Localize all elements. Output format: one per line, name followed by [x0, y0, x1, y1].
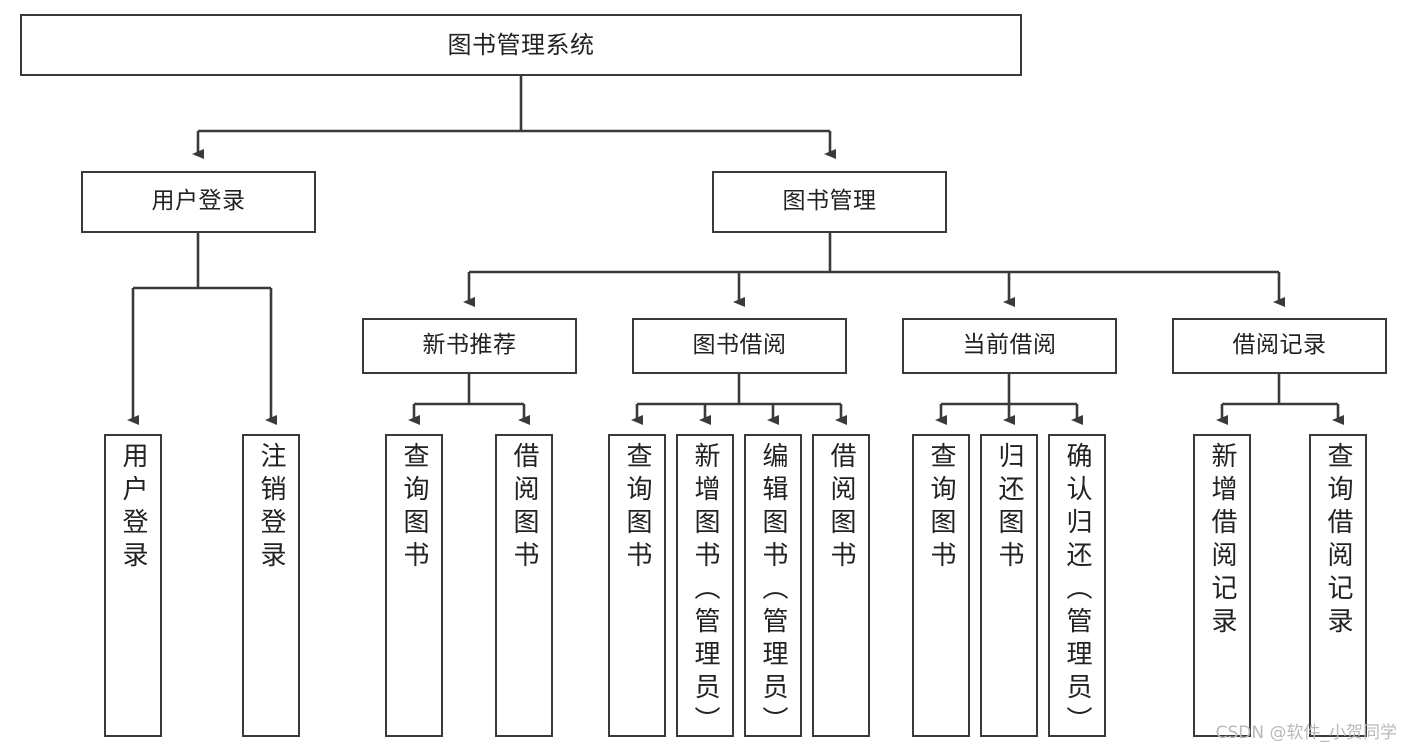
node-leaf-confirm-return[interactable]: 确认归还（管理员）: [1048, 434, 1106, 739]
node-label: 查询图书: [926, 442, 956, 574]
node-label: 查询图书: [399, 442, 429, 574]
node-leaf-borrow-book-1[interactable]: 借阅图书: [495, 434, 553, 737]
node-label: 新增图书（管理员）: [690, 442, 720, 739]
node-label: 注销登录: [256, 442, 286, 574]
node-leaf-query-record[interactable]: 查询借阅记录: [1309, 434, 1367, 737]
watermark-text: CSDN @软件_小贺同学: [1215, 723, 1397, 743]
node-leaf-edit-book[interactable]: 编辑图书（管理员）: [744, 434, 802, 739]
node-label: 图书借阅: [692, 332, 787, 359]
node-label: 图书管理: [782, 188, 877, 215]
node-new-book-recommend[interactable]: 新书推荐: [362, 318, 577, 374]
node-book-borrow[interactable]: 图书借阅: [632, 318, 847, 374]
node-leaf-borrow-book-2[interactable]: 借阅图书: [812, 434, 870, 737]
node-leaf-query-book-2[interactable]: 查询图书: [608, 434, 666, 737]
node-label: 新书推荐: [422, 332, 517, 359]
node-root-system[interactable]: 图书管理系统: [20, 14, 1022, 76]
node-label: 编辑图书（管理员）: [758, 442, 788, 739]
node-leaf-add-record[interactable]: 新增借阅记录: [1193, 434, 1251, 737]
node-leaf-query-book-3[interactable]: 查询图书: [912, 434, 970, 737]
node-leaf-query-book-1[interactable]: 查询图书: [385, 434, 443, 737]
node-leaf-add-book[interactable]: 新增图书（管理员）: [676, 434, 734, 739]
node-label: 用户登录: [151, 188, 246, 215]
node-label: 确认归还（管理员）: [1062, 442, 1092, 739]
node-label: 借阅图书: [826, 442, 856, 574]
node-user-login[interactable]: 用户登录: [81, 171, 316, 233]
node-label: 归还图书: [994, 442, 1024, 574]
node-book-manage[interactable]: 图书管理: [712, 171, 947, 233]
node-label: 图书管理系统: [447, 30, 595, 59]
node-leaf-logout[interactable]: 注销登录: [242, 434, 300, 737]
node-current-borrow[interactable]: 当前借阅: [902, 318, 1117, 374]
node-leaf-user-login[interactable]: 用户登录: [104, 434, 162, 737]
node-label: 当前借阅: [962, 332, 1057, 359]
node-label: 查询借阅记录: [1323, 442, 1353, 640]
node-label: 查询图书: [622, 442, 652, 574]
node-label: 新增借阅记录: [1207, 442, 1237, 640]
node-borrow-record[interactable]: 借阅记录: [1172, 318, 1387, 374]
node-label: 用户登录: [118, 442, 148, 574]
node-leaf-return-book[interactable]: 归还图书: [980, 434, 1038, 737]
node-label: 借阅图书: [509, 442, 539, 574]
node-label: 借阅记录: [1232, 332, 1327, 359]
